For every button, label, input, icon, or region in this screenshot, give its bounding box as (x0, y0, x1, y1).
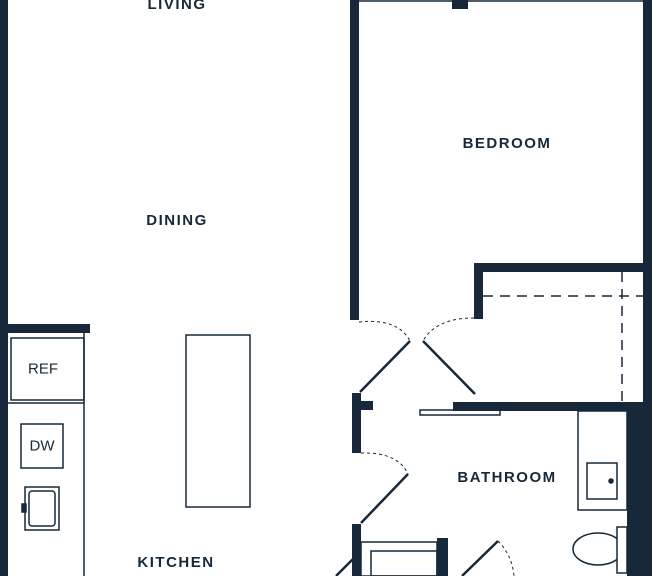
wall-bottom-stub (437, 538, 448, 576)
wall-hall-lower (352, 524, 361, 576)
room-label-living: LIVING (147, 0, 207, 13)
room-label-bedroom: BEDROOM (462, 135, 552, 152)
wall-bathroom-right (627, 402, 643, 576)
wall-kitchen-top (0, 324, 90, 333)
wall-bedroom-left (350, 0, 359, 320)
wall-right-exterior (643, 0, 652, 576)
wall-hall-upper (352, 393, 361, 453)
room-label-bathroom: BATHROOM (457, 469, 557, 486)
bath-sink-icon (586, 462, 618, 500)
sink-icon (21, 486, 60, 531)
wall-bathroom-top (453, 402, 652, 411)
appliance-label-ref: REF (28, 360, 58, 378)
toilet-icon (572, 526, 628, 574)
ref-box (10, 337, 85, 401)
wall-left-exterior (0, 0, 8, 576)
kitchen-island-icon (185, 334, 251, 508)
door-swing-icon (335, 317, 515, 576)
room-label-dining: DINING (146, 212, 208, 229)
dw-box (20, 423, 64, 469)
wall-hall-stub (352, 401, 373, 410)
appliance-label-dw: DW (29, 437, 55, 455)
wall-post-top (452, 0, 468, 9)
bathtub-icon (360, 541, 438, 576)
wall-closet-left (474, 263, 483, 319)
wall-closet-top (474, 263, 652, 272)
room-label-kitchen: KITCHEN (137, 554, 215, 571)
bath-vanity (577, 410, 628, 511)
